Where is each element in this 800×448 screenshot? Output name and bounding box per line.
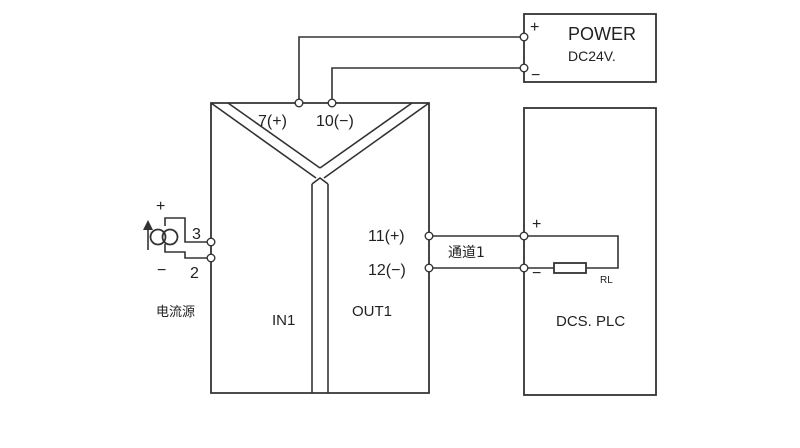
pin-10-label: 10(−)	[316, 113, 354, 130]
barrier-left-outer	[210, 102, 317, 179]
source-minus-wire	[164, 244, 211, 259]
power-voltage: DC24V.	[568, 48, 616, 64]
source-circle	[149, 228, 167, 246]
terminal-power-minus	[519, 63, 529, 73]
output-wiring: 通道1	[429, 235, 524, 269]
terminal-12	[424, 263, 434, 273]
power-title: POWER	[568, 24, 636, 44]
terminal-11	[424, 231, 434, 241]
pin-3-label: 3	[192, 226, 201, 243]
receiver-label: DCS. PLC	[556, 313, 625, 330]
power-plus-wire	[298, 36, 524, 103]
power-minus-sign: −	[531, 67, 540, 84]
terminal-3	[206, 237, 216, 247]
pin-12-label: 12(−)	[368, 262, 406, 279]
receiver-minus-sign: −	[532, 265, 541, 282]
power-wiring	[298, 36, 524, 103]
terminal-7	[294, 98, 304, 108]
source-label: 电流源	[156, 305, 195, 320]
current-source: + − 电流源	[143, 198, 211, 320]
source-plus-wire	[164, 217, 211, 243]
power-minus-wire	[331, 67, 524, 103]
terminal-10	[327, 98, 337, 108]
pin-7-label: 7(+)	[258, 113, 287, 130]
terminal-receiver-minus	[519, 263, 529, 273]
source-plus-sign: +	[156, 198, 165, 215]
terminal-receiver-plus	[519, 231, 529, 241]
pin-11-label: 11(+)	[368, 228, 405, 245]
load-resistor-label: RL	[600, 275, 613, 286]
isolator-module: 7(+) 10(−) IN1 OUT1 11(+) 12(−) 3 2	[190, 102, 430, 394]
channel-label: 通道1	[448, 245, 485, 261]
load-loop-top	[524, 235, 619, 269]
barrier-right-outer	[323, 102, 430, 179]
barrier-left-inner	[227, 102, 321, 169]
source-minus-sign: −	[157, 262, 166, 279]
output-label: OUT1	[352, 303, 392, 320]
receiver: DCS. PLC + − RL	[523, 107, 657, 396]
module-outline	[210, 102, 430, 394]
load-resistor	[553, 262, 587, 274]
power-plus-sign: +	[530, 19, 539, 36]
barrier-right-inner	[319, 102, 413, 169]
barrier-junction	[311, 177, 329, 185]
current-arrow-icon	[143, 220, 153, 230]
source-circle-2	[161, 228, 179, 246]
receiver-plus-sign: +	[532, 216, 541, 233]
power-supply: POWER DC24V. + −	[523, 13, 657, 84]
terminal-2	[206, 253, 216, 263]
pin-2-label: 2	[190, 265, 199, 282]
receiver-box	[523, 107, 657, 396]
input-label: IN1	[272, 312, 295, 329]
terminals	[206, 32, 529, 273]
power-supply-box	[523, 13, 657, 83]
terminal-power-plus	[519, 32, 529, 42]
